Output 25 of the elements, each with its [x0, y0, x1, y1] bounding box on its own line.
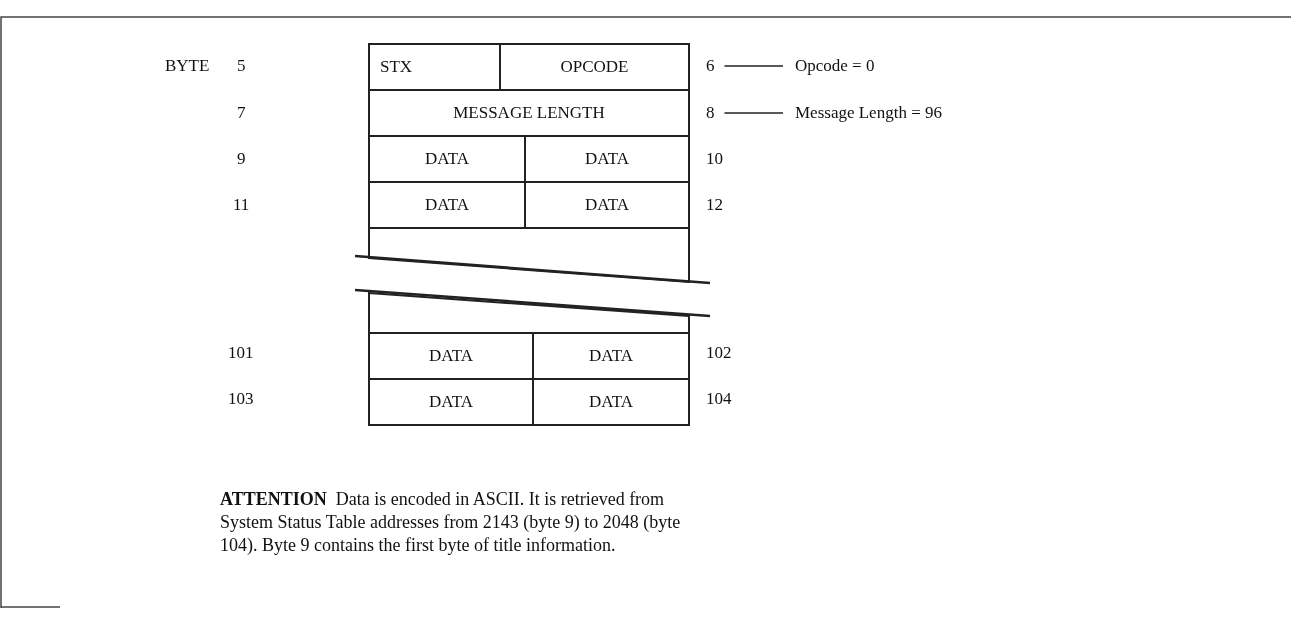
field-value-note: Opcode = 0: [795, 56, 875, 76]
byte-number: 104: [706, 389, 732, 409]
byte-number: 103: [228, 389, 254, 409]
field-cell: DATA: [532, 378, 690, 426]
byte-number: 101: [228, 343, 254, 363]
byte-number: 11: [233, 195, 250, 215]
field-value-note: Message Length = 96: [795, 103, 942, 123]
byte-number: 5: [237, 56, 246, 76]
byte-number: 10: [706, 149, 723, 169]
byte-number: 8: [706, 103, 715, 123]
leader-line: [723, 65, 784, 67]
byte-number: 9: [237, 149, 246, 169]
byte-number: 102: [706, 343, 732, 363]
field-cell: OPCODE: [499, 43, 690, 91]
field-cell: MESSAGE LENGTH: [368, 89, 690, 137]
byte-number: 12: [706, 195, 723, 215]
byte-number: 6: [706, 56, 715, 76]
row-label: BYTE: [165, 56, 210, 76]
field-cell: DATA: [368, 378, 534, 426]
field-cell: STX: [368, 43, 501, 91]
attention-note: ATTENTION Data is encoded in ASCII. It is retrieved from System Status Table addresses from 2143 (byte 9) to 2048 (byte 104). Byte 9 contains the first byte of title information.: [220, 488, 682, 557]
leader-line: [723, 112, 784, 114]
empty-row: [368, 227, 690, 283]
byte-number: 7: [237, 103, 246, 123]
empty-row: [368, 292, 690, 334]
